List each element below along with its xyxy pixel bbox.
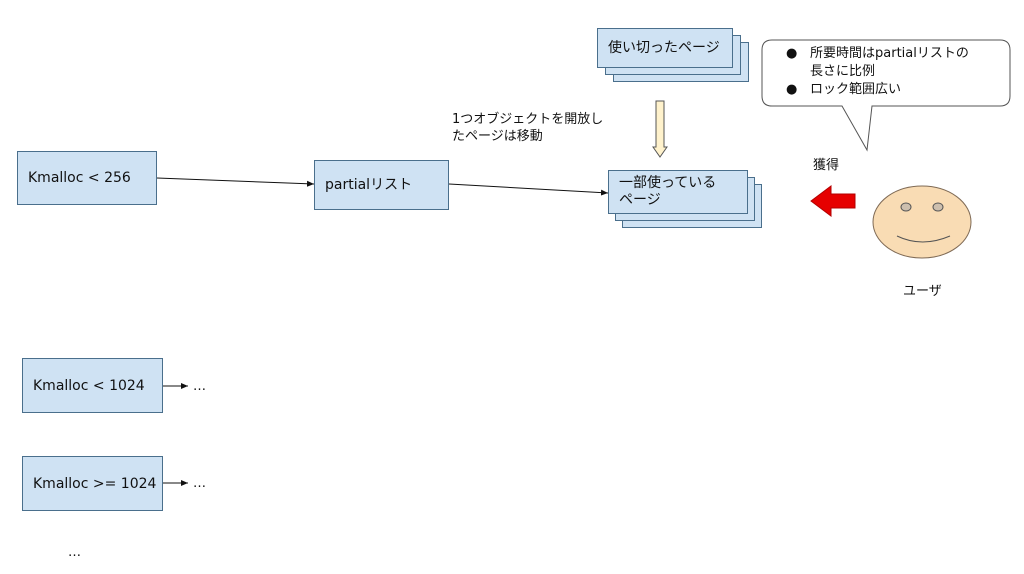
bullet-icon: ● [786,82,798,97]
partial-list-node: partialリスト [314,160,449,210]
callout-item-text: 長さに比例 [810,64,876,79]
kmalloc-ge-1024-label: Kmalloc >= 1024 [33,475,157,492]
callout-item-text: ロック範囲広い [810,82,902,97]
user-face-icon [872,185,972,259]
partial-pages-node: 一部使っている ページ [608,170,748,214]
arrow-partial-to-pages [448,183,609,196]
kmalloc-1024-node: Kmalloc < 1024 [22,358,163,413]
callout-item-continuation: 長さに比例 [780,63,969,81]
move-down-arrow [652,100,668,158]
arrow-kmalloc-256-to-partial [156,177,315,187]
move-note-line2: たページは移動 [452,129,543,144]
move-note: 1つオブジェクトを開放し たページは移動 [452,111,603,145]
partial-pages-label-line1: 一部使っている [619,175,717,191]
kmalloc-1024-label: Kmalloc < 1024 [33,377,145,394]
user-label: ユーザ [903,284,942,299]
callout-bubble [761,39,1011,152]
partial-pages-label: 一部使っている ページ [619,175,716,209]
kmalloc-ge-1024-node: Kmalloc >= 1024 [22,456,163,511]
acquire-label: 獲得 [813,158,840,173]
callout-item: ● ロック範囲広い [780,81,969,99]
kmalloc-256-node: Kmalloc < 256 [17,151,157,205]
used-up-pages-node: 使い切ったページ [597,28,733,68]
kmalloc-1024-continuation: … [193,379,206,394]
partial-list-label: partialリスト [325,177,413,193]
partial-pages-label-line2: ページ [619,192,661,208]
move-note-line1: 1つオブジェクトを開放し [452,112,604,127]
acquire-arrow [810,185,856,217]
kmalloc-256-label: Kmalloc < 256 [28,170,131,186]
callout-list: ● 所要時間はpartialリストの 長さに比例 ● ロック範囲広い [780,45,969,99]
bullet-icon: ● [786,46,798,61]
kmalloc-ge-1024-continuation: … [193,476,206,491]
used-up-pages-label: 使い切ったページ [608,40,720,56]
callout-item-text: 所要時間はpartialリストの [810,46,969,61]
callout-item: ● 所要時間はpartialリストの [780,45,969,63]
more-rows-ellipsis: … [68,545,81,560]
